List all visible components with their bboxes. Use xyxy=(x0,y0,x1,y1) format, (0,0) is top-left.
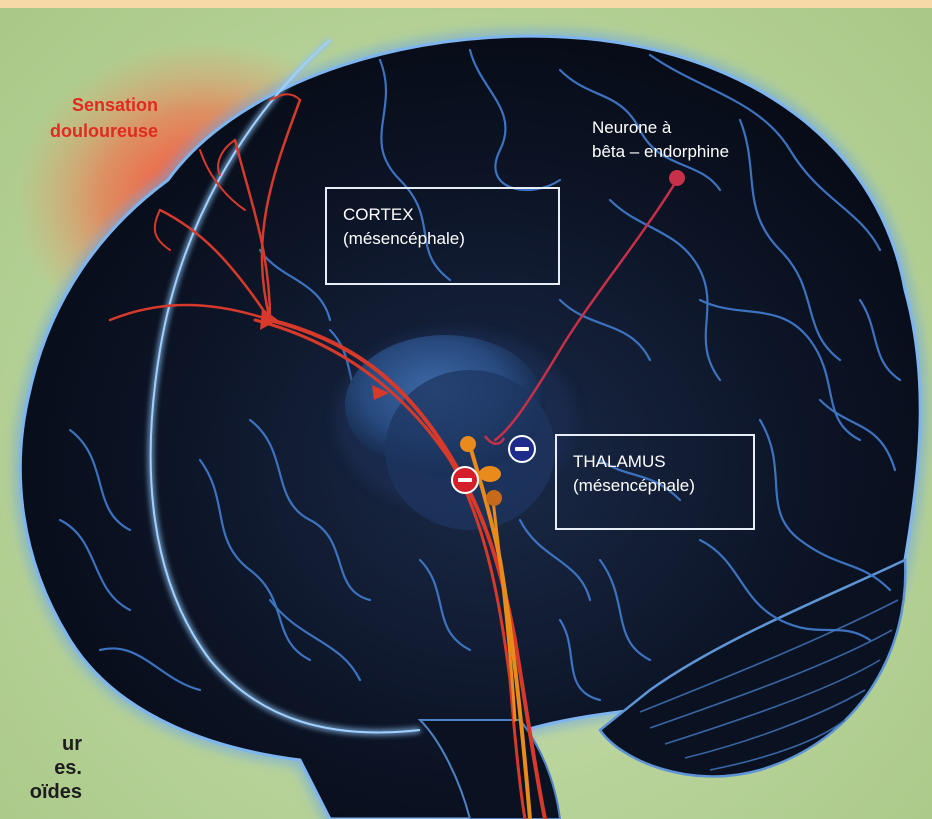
minus-bar xyxy=(515,447,529,451)
opioid-lower-body xyxy=(486,490,502,506)
minus-bar xyxy=(458,478,472,482)
neuron-label-line-2: bêta – endorphine xyxy=(592,140,792,164)
cropped-caption-text: ur es. oïdes xyxy=(0,732,82,804)
thalamus-label-box: THALAMUS (mésencéphale) xyxy=(555,434,755,530)
opioid-neuron-body xyxy=(460,436,476,452)
caption-line-1: ur xyxy=(0,732,82,756)
thalamus-name: THALAMUS xyxy=(573,450,737,474)
pain-sensation-label: Sensation douloureuse xyxy=(24,92,158,144)
caption-line-2: es. xyxy=(0,756,82,780)
cortex-label-box: CORTEX (mésencéphale) xyxy=(325,187,560,285)
thalamus-sub: (mésencéphale) xyxy=(573,474,737,498)
endorphin-neuron-body xyxy=(669,170,685,186)
pain-label-line-1: Sensation xyxy=(24,92,158,118)
endorphin-neuron-label: Neurone à bêta – endorphine xyxy=(592,116,792,164)
neuron-label-line-1: Neurone à xyxy=(592,116,792,140)
opioid-synapse xyxy=(479,466,501,482)
cortex-sub: (mésencéphale) xyxy=(343,227,542,251)
pain-label-line-2: douloureuse xyxy=(24,118,158,144)
minus-circle-icon-blue xyxy=(508,435,536,463)
minus-circle-icon-red xyxy=(451,466,479,494)
caption-line-3: oïdes xyxy=(0,780,82,804)
cortex-name: CORTEX xyxy=(343,203,542,227)
